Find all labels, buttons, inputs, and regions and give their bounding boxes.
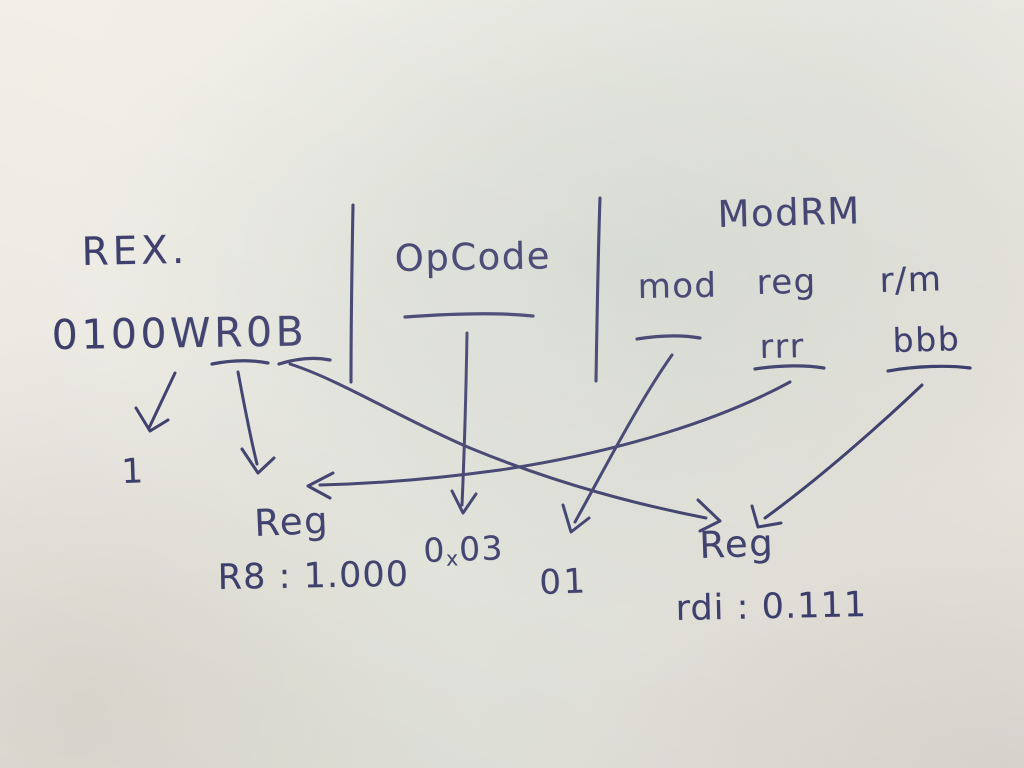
annotation-reg-right-value: rdi : 0.111	[675, 584, 868, 629]
divider-line-1	[349, 203, 355, 384]
opcode-byte-subscript: x	[445, 546, 460, 571]
arrow-bbb-to-reg-rdi	[763, 383, 924, 520]
label-opcode: OpCode	[394, 234, 552, 280]
label-modrm-reg: reg	[756, 261, 817, 303]
label-modrm-mod: mod	[637, 265, 718, 307]
arrow-r-to-reg-head	[240, 447, 276, 475]
underline-rex-r	[210, 359, 270, 366]
arrow-mod-to-bits	[573, 353, 674, 524]
underline-opcode	[403, 312, 535, 319]
label-modrm: ModRM	[716, 189, 862, 236]
annotation-opcode-byte: 0x03	[422, 528, 505, 571]
opcode-byte-prefix: 0	[422, 530, 447, 570]
underline-rex-b	[277, 356, 332, 366]
arrow-w-to-bit-head	[134, 406, 170, 433]
underline-mod	[635, 334, 702, 341]
arrow-opcode-to-byte-head	[450, 489, 478, 515]
arrow-mod-to-bits-head	[561, 503, 591, 534]
arrow-r-to-reg	[236, 370, 259, 466]
value-modrm-reg: rrr	[759, 326, 806, 366]
arrow-w-to-bit	[147, 371, 177, 430]
opcode-byte-suffix: 03	[458, 528, 505, 569]
value-rex-bits: 0100WR0B	[51, 307, 308, 359]
annotation-reg-right-label: Reg	[698, 521, 775, 567]
arrow-rrr-to-reg-r8-head	[306, 471, 335, 500]
arrow-opcode-to-byte	[460, 331, 469, 507]
annotation-reg-left-label: Reg	[253, 498, 330, 545]
label-rex-prefix: REX.	[81, 227, 189, 275]
label-modrm-rm: r/m	[878, 259, 943, 301]
arrow-rrr-to-reg-r8	[318, 380, 792, 487]
annotation-mod-bits: 01	[538, 561, 589, 603]
underline-bbb	[886, 364, 972, 373]
annotation-w-bit: 1	[120, 451, 146, 492]
underline-rrr	[753, 364, 826, 371]
arrow-b-to-reg-rdi	[288, 362, 708, 520]
annotation-reg-left-value: R8 : 1.000	[217, 554, 410, 598]
value-modrm-rm: bbb	[891, 319, 961, 360]
divider-line-2	[594, 196, 602, 383]
